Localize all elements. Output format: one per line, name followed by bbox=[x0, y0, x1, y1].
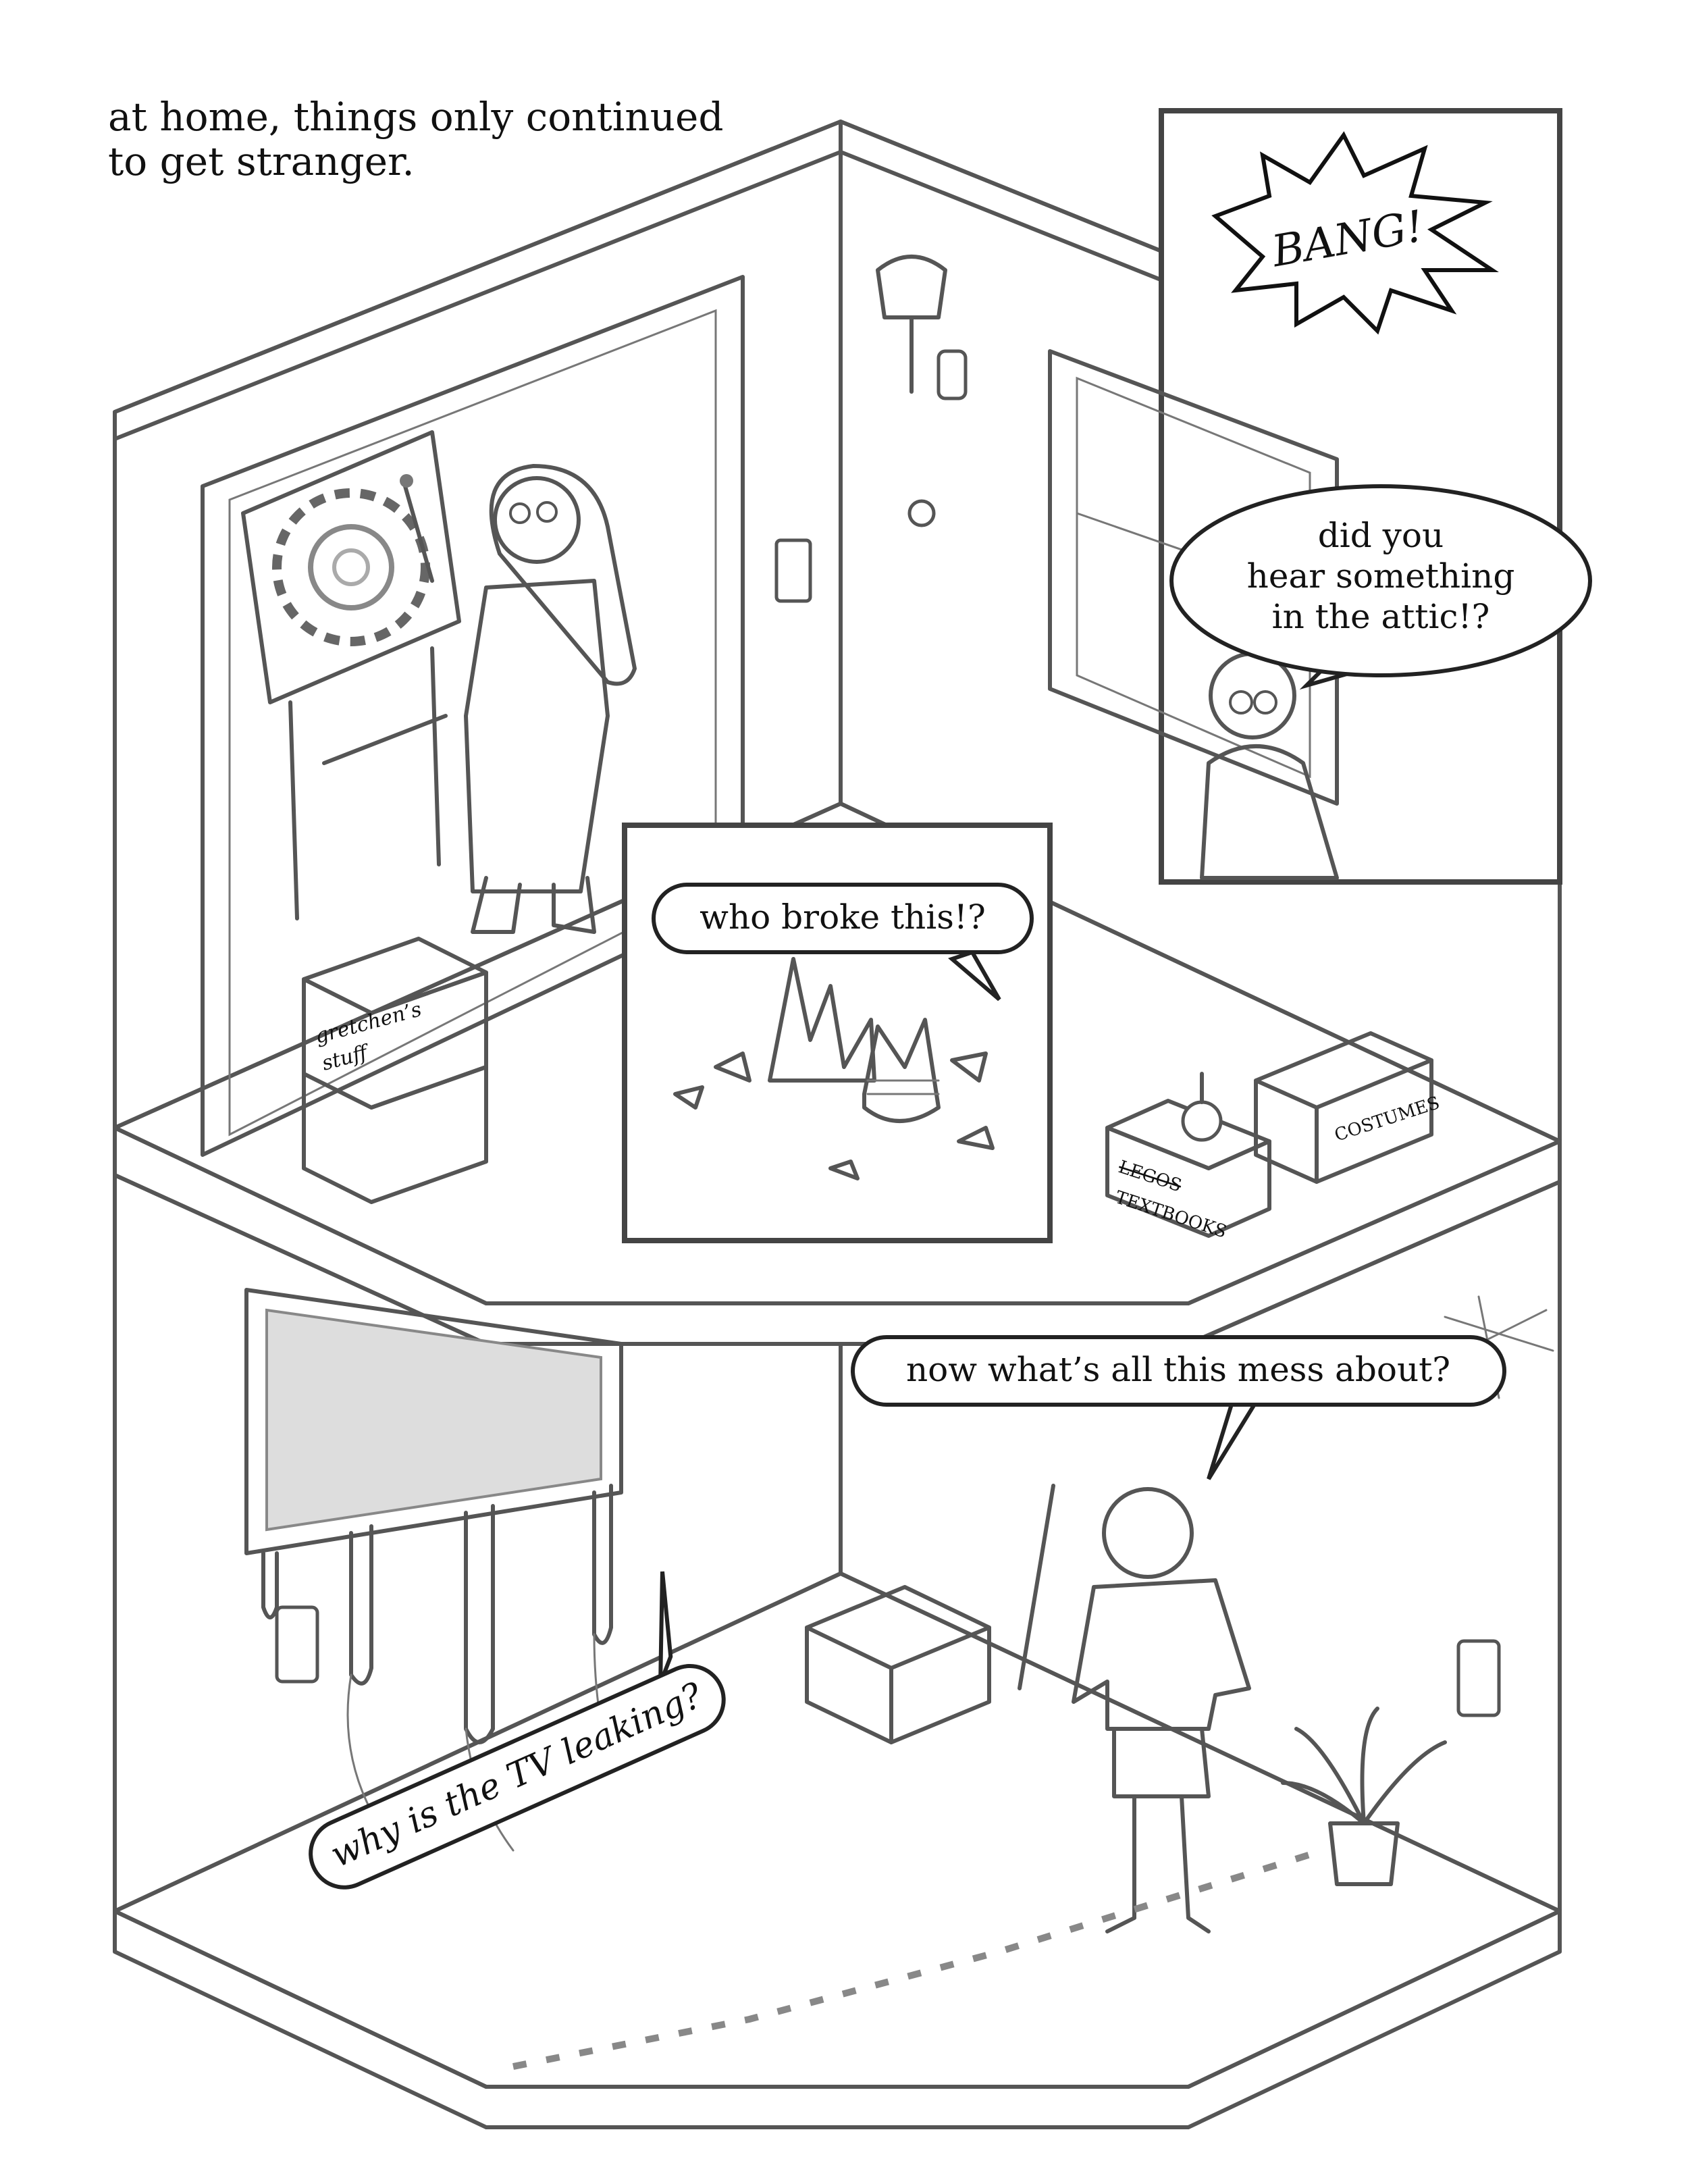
painter-character bbox=[400, 464, 637, 934]
easel-with-portal-painting bbox=[241, 430, 461, 920]
label-gretchen-line-1: gretchen’s bbox=[313, 997, 424, 1049]
mess-text: now what’s all this mess about? bbox=[906, 1350, 1450, 1389]
tv-text: why is the TV leaking? bbox=[325, 1675, 709, 1875]
girl-character bbox=[1200, 652, 1339, 880]
speech-bubble-mess: now what’s all this mess about? bbox=[851, 1335, 1506, 1480]
door-stop bbox=[907, 499, 936, 527]
attic-line-3: in the attic!? bbox=[1272, 597, 1490, 636]
boy-character bbox=[1072, 1487, 1251, 1933]
box-legos-textbooks: LEGOS TEXTBOOKS bbox=[1105, 1072, 1271, 1243]
outlet-right bbox=[1456, 1639, 1501, 1717]
attic-line-1: did you bbox=[1318, 516, 1444, 555]
caption-line-2: to get stranger. bbox=[108, 138, 415, 184]
attic-line-2: hear something bbox=[1247, 556, 1515, 596]
caption-line-1: at home, things only continued bbox=[108, 94, 724, 140]
bang-burst bbox=[1211, 131, 1499, 335]
narration-caption: at home, things only continued to get st… bbox=[108, 95, 749, 184]
box-stack-gretchen: gretchen’s stuff bbox=[302, 937, 488, 1204]
wall-sconce bbox=[876, 255, 968, 400]
outlet-left bbox=[275, 1605, 319, 1684]
window-frame bbox=[1048, 349, 1339, 806]
light-switch-upper bbox=[774, 538, 812, 603]
lower-floor-slab bbox=[113, 1909, 1562, 2129]
box-costumes: COSTUMES bbox=[1254, 1031, 1442, 1184]
label-textbooks: TEXTBOOKS bbox=[1113, 1187, 1230, 1243]
leaking-tv bbox=[244, 1288, 623, 1852]
potted-plant bbox=[1281, 1707, 1447, 1886]
lower-right-wall bbox=[839, 1180, 1562, 1913]
broke-text: who broke this!? bbox=[700, 898, 986, 937]
open-box-lower bbox=[805, 1585, 991, 1744]
speech-bubble-broke: who broke this!? bbox=[652, 883, 1034, 1002]
baseball-bat bbox=[1018, 1484, 1055, 1690]
muddy-footprints bbox=[512, 1847, 1325, 2070]
speech-bubble-attic: did you hear something in the attic!? bbox=[1169, 484, 1592, 690]
